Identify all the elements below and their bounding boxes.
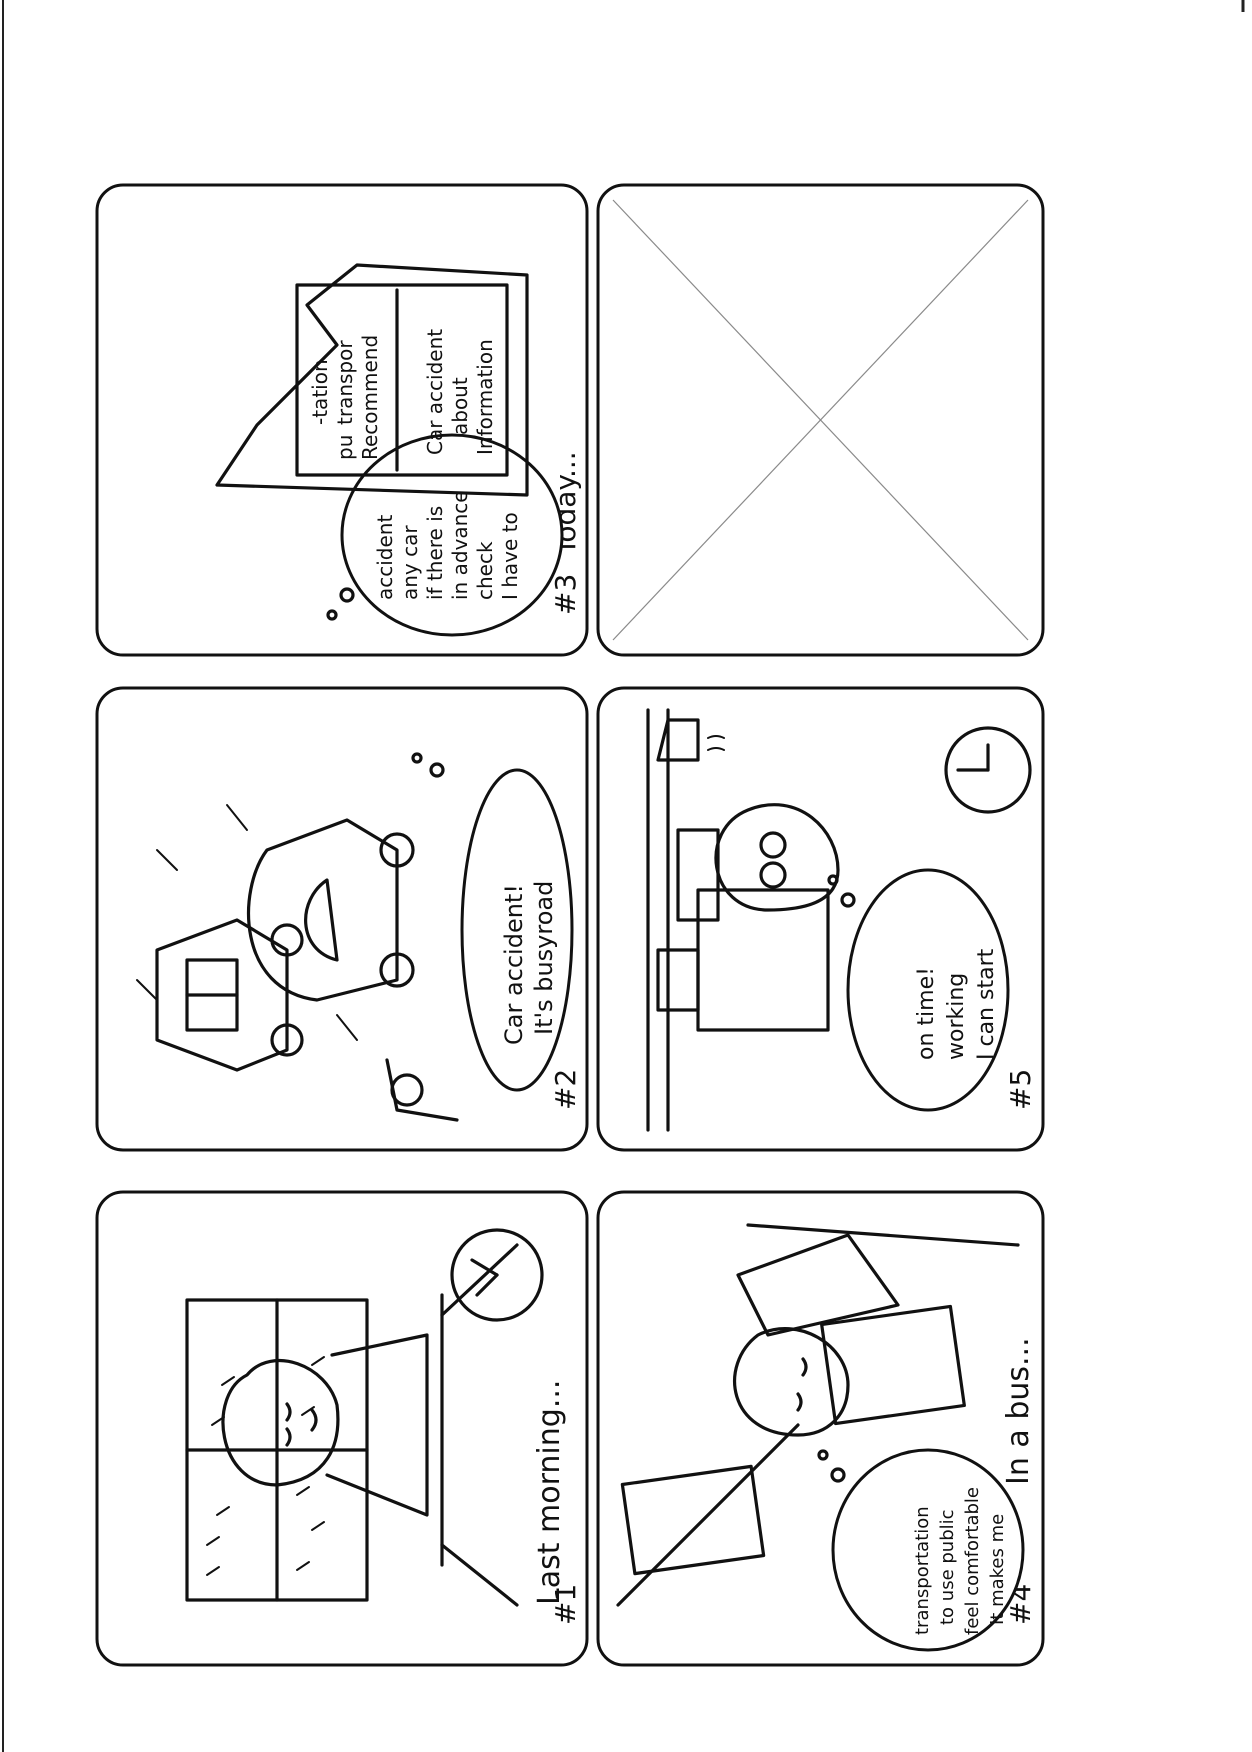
- cross-line-2: [612, 199, 1029, 641]
- speech-bubble: [460, 768, 574, 1092]
- panel-1: #1: [95, 1190, 589, 1667]
- screen-line-2: about: [448, 377, 472, 435]
- screen-line-3: Car accident: [423, 329, 447, 455]
- panel-6-empty: [596, 183, 1045, 657]
- panel-2-number: #2: [549, 1069, 582, 1110]
- thought-bubble: [340, 433, 564, 637]
- panel-3-bubble-line-2: check: [473, 541, 497, 600]
- screen-line-1: Information: [473, 339, 497, 455]
- panel-5-bubble-line-2: working: [944, 973, 969, 1060]
- panel-4-bubble-text: It makes me feel comfortable to use publ…: [912, 1487, 1008, 1635]
- panel-3-bubble-line-6: accident: [373, 515, 397, 600]
- panel-2-bubble-line-1: Car accident!: [500, 884, 528, 1045]
- panel-4-bubble-line-4: transportation: [912, 1506, 933, 1635]
- screen-line-4: Recommend: [358, 335, 382, 460]
- panel-4-caption: In a bus...: [1001, 1337, 1036, 1485]
- panel-2: #2 Car accident! It's busyroad: [95, 686, 589, 1152]
- phone-screen-text: Information about Car accident Recommend…: [308, 329, 497, 460]
- clock-icon: [450, 1228, 544, 1322]
- sleeping-person: [221, 1243, 519, 1607]
- panel-3-bubble-line-4: if there is: [423, 506, 447, 600]
- panel-5-bubble-line-1: I can start: [974, 948, 999, 1060]
- office-drawing: [646, 708, 840, 1132]
- panel-5-bubble-text: I can start working on time!: [914, 948, 999, 1060]
- panel-3-bubble-text: I have to check in advance if there is a…: [373, 490, 522, 600]
- panel-5-bubble-line-3: on time!: [914, 967, 939, 1060]
- screen-line-6: transpor: [333, 340, 357, 425]
- panel-4-bubble-line-2: feel comfortable: [962, 1487, 983, 1635]
- panel-4-bubble-line-3: to use public: [937, 1509, 958, 1625]
- bus-interior-drawing: [616, 1223, 1020, 1607]
- panel-3-bubble-line-5: any car: [398, 525, 422, 600]
- motion-lines: [136, 804, 358, 1041]
- panel-1-frame: [95, 1190, 589, 1667]
- speech-bubble: [831, 1448, 1025, 1652]
- panel-4: #4 It makes me feel comfortable to use p…: [596, 1190, 1045, 1667]
- window-drawing: [185, 1298, 369, 1602]
- car-drawing: [155, 818, 459, 1122]
- panel-3: #3 Today... I have to check in advance i…: [95, 183, 589, 657]
- phone-drawing: [215, 263, 529, 497]
- speech-bubble: [846, 868, 1010, 1112]
- panel-3-bubble-line-3: in advance: [448, 490, 472, 600]
- panel-1-number: #1: [549, 1584, 582, 1625]
- screen-line-7: -tation: [308, 359, 332, 425]
- rotated-storyboard: #1: [95, 183, 1045, 1667]
- panel-5-number: #5: [1004, 1069, 1037, 1110]
- panel-5: #5 I can start working on time!: [596, 686, 1045, 1152]
- clock-icon: [944, 726, 1032, 814]
- panel-3-number: #3: [549, 574, 582, 615]
- panel-2-bubble-line-2: It's busyroad: [530, 881, 558, 1035]
- panel-2-frame: [95, 686, 589, 1152]
- panel-3-bubble-line-1: I have to: [498, 512, 522, 600]
- screen-line-5: pu: [333, 435, 357, 460]
- panel-1-caption: Last morning...: [532, 1380, 567, 1605]
- panel-4-bubble-line-1: It makes me: [987, 1514, 1008, 1625]
